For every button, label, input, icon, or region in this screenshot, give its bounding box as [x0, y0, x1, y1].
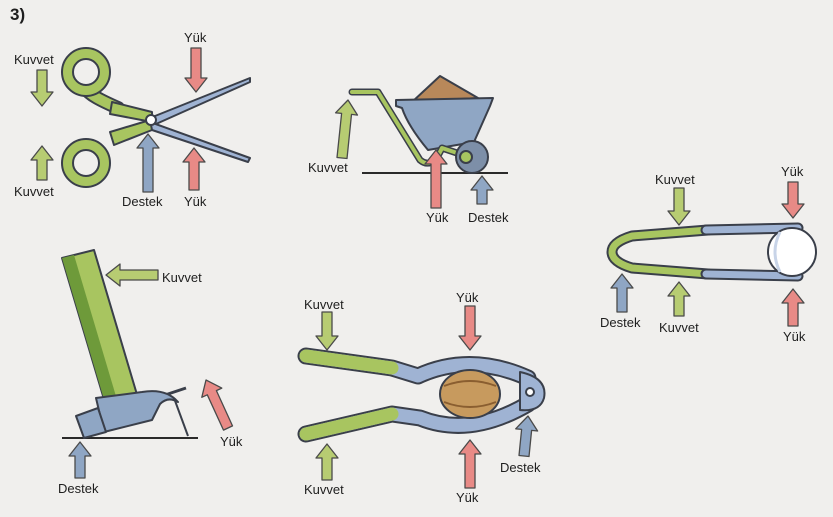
tongs-ball [767, 227, 817, 277]
nutcracker-load-label-top: Yük [456, 290, 479, 305]
nutcracker [297, 347, 546, 443]
tongs-force-label-bottom: Kuvvet [659, 320, 699, 335]
hammer-nail [173, 397, 189, 437]
nutcracker-force-label-top: Kuvvet [304, 297, 344, 312]
wheelbarrow-load-label: Yük [426, 210, 449, 225]
hammer-fulcrum-label: Destek [58, 481, 99, 496]
nutcracker-hinge [525, 387, 535, 397]
tongs-force-label-top: Kuvvet [655, 172, 695, 187]
scissors-fulcrum-arrow [136, 133, 160, 193]
scissors-force-arrow-bottom [30, 145, 54, 181]
wheelbarrow-load-arrow [424, 149, 448, 209]
tongs-upper-arm [702, 224, 802, 234]
scissors-force-arrow-top [30, 69, 54, 107]
hammer-head [95, 390, 179, 433]
hammer [61, 249, 198, 439]
scissors-load-label-bottom: Yük [184, 194, 207, 209]
tongs-lower-arm [702, 270, 802, 280]
scissors-pivot [145, 114, 157, 126]
wheelbarrow-fulcrum-label: Destek [468, 210, 509, 225]
scissors-load-arrow-bottom [182, 147, 206, 191]
nutcracker-fulcrum-arrow [515, 415, 539, 458]
scissors-force-label-bottom: Kuvvet [14, 184, 54, 199]
nutcracker-walnut [439, 369, 501, 419]
tongs [606, 222, 817, 282]
tongs-load-arrow-top [781, 181, 805, 219]
question-number: 3) [10, 5, 25, 24]
tongs-force-arrow-bottom [667, 281, 691, 317]
wheelbarrow-tub [395, 97, 494, 151]
nutcracker-upper-arm [299, 349, 535, 385]
scissors-load-label-top: Yük [184, 30, 207, 45]
tongs-fulcrum-label: Destek [600, 315, 641, 330]
nutcracker-lower-arm [299, 397, 535, 441]
tongs-fulcrum-arrow [610, 273, 634, 313]
nutcracker-load-arrow-bottom [458, 439, 482, 489]
tongs-load-arrow-bottom [781, 288, 805, 327]
hammer-fulcrum-arrow [68, 441, 92, 479]
scissors-fulcrum-label: Destek [122, 194, 163, 209]
nutcracker-upper-grip [299, 349, 399, 375]
hammer-force-arrow [105, 263, 159, 287]
hammer-load-arrow [201, 379, 234, 431]
nutcracker-fulcrum-label: Destek [500, 460, 541, 475]
nutcracker-lower-grip [299, 407, 399, 441]
nutcracker-force-label-bottom: Kuvvet [304, 482, 344, 497]
nutcracker-force-arrow-top [315, 311, 339, 351]
hammer-face [75, 407, 107, 439]
nutcracker-load-label-bottom: Yük [456, 490, 479, 505]
wheelbarrow-fulcrum-arrow [470, 175, 494, 205]
hammer-force-label: Kuvvet [162, 270, 202, 285]
nutcracker-force-arrow-bottom [315, 443, 339, 481]
scissors [61, 47, 251, 188]
arrows-layer [30, 47, 805, 489]
wheelbarrow-force-label: Kuvvet [308, 160, 348, 175]
scissors-load-arrow-top [184, 47, 208, 93]
wheelbarrow-force-arrow [334, 99, 359, 160]
scissors-force-label-top: Kuvvet [14, 52, 54, 67]
hammer-load-label: Yük [220, 434, 243, 449]
tongs-force-arrow-top [667, 187, 691, 226]
nutcracker-load-arrow-top [458, 305, 482, 351]
tongs-green-grip [608, 226, 712, 278]
tongs-load-label-top: Yük [781, 164, 804, 179]
tongs-load-label-bottom: Yük [783, 329, 806, 344]
